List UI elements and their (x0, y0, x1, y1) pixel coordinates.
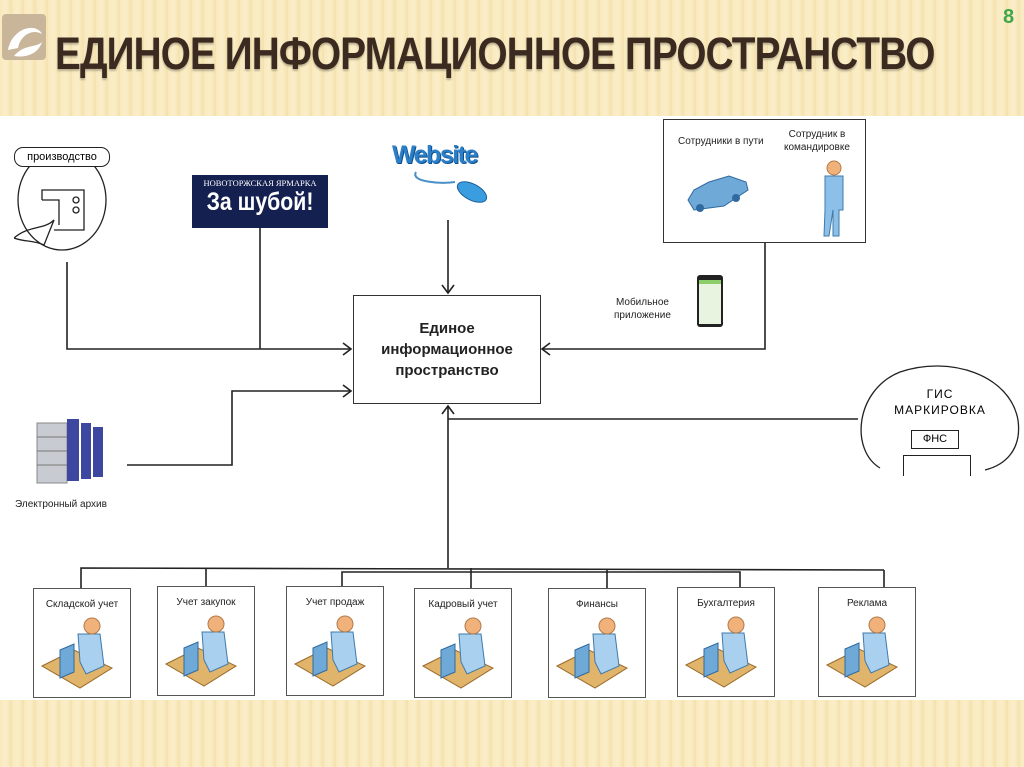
archive-label: Электронный архив (15, 499, 107, 510)
mouse-icon (414, 171, 488, 203)
travel-label: Сотрудники в пути (678, 136, 764, 147)
department-box: Реклама (818, 587, 916, 697)
workstation-icon (825, 616, 899, 688)
car-icon (687, 175, 749, 212)
department-box: Учет закупок (157, 586, 255, 696)
footer-band (0, 700, 1024, 767)
header-band (0, 0, 1024, 116)
department-box: Финансы (548, 588, 646, 698)
fns-desk-icon (903, 455, 971, 476)
banner-subtitle: НОВОТОРЖСКАЯ ЯРМАРКА (203, 178, 317, 188)
workstation-icon (421, 617, 495, 689)
website-label: Website (392, 141, 478, 169)
fair-banner: НОВОТОРЖСКАЯ ЯРМАРКА За шубой! (192, 175, 328, 228)
archive-shelves-icon (36, 419, 103, 484)
mobile-label-1: Мобильное (615, 297, 669, 308)
department-label: Бухгалтерия (697, 598, 755, 609)
department-box: Учет продаж (286, 586, 384, 696)
mobile-label-2: приложение (614, 310, 671, 321)
mobile-label: Мобильное приложение (614, 296, 671, 322)
department-label: Реклама (846, 598, 888, 609)
department-box: Бухгалтерия (677, 587, 775, 697)
production-label: производство (14, 147, 110, 167)
workstation-icon (293, 615, 367, 687)
workstation-icon (684, 616, 758, 688)
workstation-icon (40, 617, 114, 689)
phone-icon (697, 275, 723, 327)
fns-label: ФНС (911, 430, 959, 449)
trip-label-2: командировке (784, 142, 850, 153)
workstation-icon (164, 615, 238, 687)
central-node: Единое информационное пространство (353, 295, 541, 404)
gis-label-2: МАРКИРОВКА (894, 403, 986, 417)
trip-label-1: Сотрудник в (788, 129, 846, 140)
center-line3: пространство (395, 362, 499, 379)
mobile-employees-box: Сотрудники в пути Сотрудник в командировк… (663, 119, 866, 243)
page-number: 8 (1003, 6, 1015, 28)
person-icon (823, 160, 844, 237)
department-label: Финансы (576, 599, 618, 610)
department-box: Кадровый учет (414, 588, 512, 698)
gis-label: ГИС МАРКИРОВКА (880, 386, 1000, 418)
sewing-machine-icon (14, 189, 85, 246)
center-line2: информационное (381, 341, 513, 358)
page-title: ЕДИНОЕ ИНФОРМАЦИОННОЕ ПРОСТРАНСТВО (55, 28, 935, 79)
department-label: Учет закупок (176, 597, 236, 608)
department-label: Кадровый учет (428, 599, 498, 610)
department-label: Учет продаж (305, 597, 365, 608)
department-box: Складской учет (33, 588, 131, 698)
logo-icon (2, 14, 46, 60)
center-line1: Единое (419, 320, 475, 337)
banner-title: За шубой! (206, 188, 314, 216)
workstation-icon (555, 617, 629, 689)
gis-label-1: ГИС (926, 387, 954, 401)
department-label: Складской учет (45, 599, 119, 610)
